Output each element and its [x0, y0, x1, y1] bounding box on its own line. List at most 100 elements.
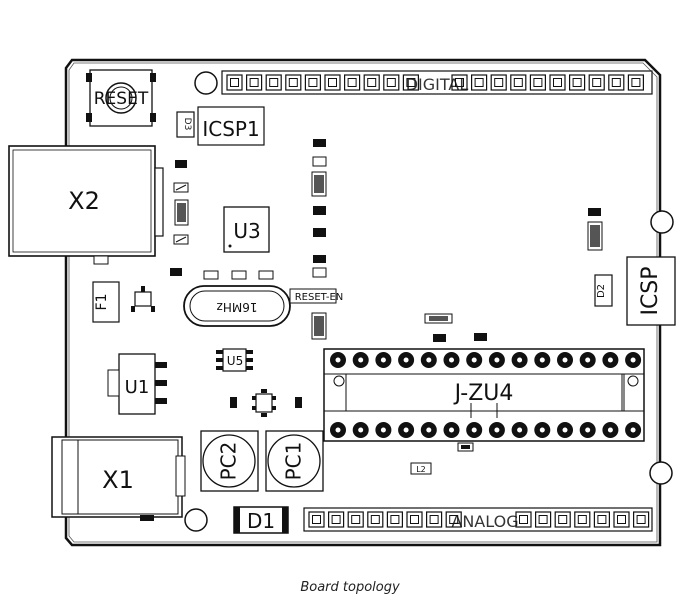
digital-header: DIGITAL: [221, 70, 653, 95]
header-pin-pad: [553, 78, 562, 87]
header-pin-pad: [592, 78, 602, 87]
dip-pin-hole: [607, 357, 613, 363]
smd-components-right: [587, 208, 603, 251]
header-pin-pad: [449, 515, 459, 524]
d2-label: D2: [596, 284, 607, 298]
dip-pin-hole: [335, 357, 341, 363]
reset-en-label: RESET-EN: [295, 292, 344, 303]
x2-usb-connector: X2: [8, 145, 164, 265]
dip-pin-hole: [517, 357, 523, 363]
x1-label: X1: [102, 466, 134, 494]
u5-chip: U5: [216, 348, 253, 372]
reset-button: RESET: [86, 69, 156, 127]
pc2-capacitor: PC2: [200, 430, 259, 492]
u5-label: U5: [227, 354, 243, 368]
icsp-header-right: ICSP: [626, 256, 676, 326]
pc1-label: PC1: [282, 442, 306, 481]
u1-label: U1: [125, 377, 150, 398]
f1-label: F1: [94, 294, 110, 311]
dip-pin-hole: [471, 357, 477, 363]
d1-diode: D1: [233, 506, 289, 534]
header-pin-pad: [312, 515, 321, 524]
analog-label: ANALOG: [451, 512, 518, 531]
dip-pin-hole: [426, 427, 432, 433]
dip-pin-hole: [585, 427, 591, 433]
analog-header: ANALOG: [303, 507, 653, 532]
header-pin-pad: [617, 515, 626, 524]
dip-pin-hole: [449, 427, 454, 433]
sot23-transistor: [131, 286, 155, 312]
mounting-hole: [184, 508, 208, 532]
d2-led: D2: [594, 274, 613, 307]
header-pin-pad: [474, 78, 484, 87]
dip-pin-hole: [403, 427, 409, 433]
d1-label: D1: [247, 509, 275, 533]
u3-chip: U3: [223, 206, 270, 253]
dip-pin-hole: [630, 427, 636, 433]
f1-fuse: F1: [92, 281, 120, 323]
dip-pin-hole: [585, 357, 591, 363]
dip-pin-hole: [358, 357, 364, 363]
header-pin-pad: [513, 78, 523, 87]
l2-label: L2: [416, 465, 426, 474]
mounting-hole: [649, 461, 673, 485]
header-pin-pad: [533, 78, 543, 87]
smd-components-center: [311, 139, 327, 340]
header-pin-pad: [597, 515, 607, 524]
header-pin-pad: [519, 515, 528, 524]
mounting-hole: [194, 71, 218, 95]
x2-label: X2: [68, 187, 100, 215]
dip-pin-hole: [539, 357, 545, 363]
j-zu4-socket: J-ZU4: [323, 348, 645, 442]
small-ic-below-u5: [230, 389, 302, 417]
j-zu4-label: J-ZU4: [453, 381, 514, 406]
header-pin-pad: [577, 515, 587, 524]
header-pin-pad: [351, 515, 361, 524]
d3-led: D3: [176, 111, 195, 138]
header-pin-pad: [367, 78, 377, 87]
board-topology-diagram: DIGITAL ANALOG RESET D3 ICSP1 X2: [8, 58, 676, 547]
dip-pin-hole: [449, 357, 454, 363]
figure-caption: Board topology: [300, 580, 400, 595]
header-pin-pad: [631, 78, 641, 87]
dip-pin-hole: [426, 357, 432, 363]
header-pin-pad: [328, 78, 337, 87]
header-pin-pad: [331, 515, 341, 524]
header-pin-pad: [230, 78, 239, 87]
dip-pin-hole: [403, 357, 409, 363]
dip-pin-hole: [380, 357, 386, 363]
pc1-capacitor: PC1: [265, 430, 324, 492]
u3-label: U3: [233, 219, 260, 243]
crystal-oscillator: 16MHz: [183, 270, 291, 327]
header-pin-pad: [406, 78, 416, 87]
header-pin-pad: [538, 515, 548, 524]
smd-components-left: [170, 160, 189, 276]
smd-components-near-socket: [424, 313, 487, 452]
header-pin-pad: [558, 515, 568, 524]
u1-regulator: U1: [107, 353, 167, 415]
dip-pin-hole: [494, 427, 500, 433]
icsp1-label: ICSP1: [202, 117, 259, 141]
header-pin-pad: [370, 515, 380, 524]
header-pin-pad: [269, 78, 279, 87]
icsp-right-label: ICSP: [638, 266, 663, 315]
header-pin-pad: [410, 515, 419, 524]
dip-pin-hole: [630, 357, 636, 363]
reset-en-jumper: RESET-EN: [289, 288, 344, 304]
dip-pin-hole: [380, 427, 386, 433]
dip-pin-hole: [539, 427, 545, 433]
header-pin-pad: [572, 78, 582, 87]
dip-pin-hole: [517, 427, 523, 433]
digital-label: DIGITAL: [406, 75, 469, 94]
l2-inductor: L2: [410, 462, 432, 475]
x1-power-jack: X1: [51, 436, 186, 521]
header-pin-pad: [611, 78, 621, 87]
dip-pin-hole: [358, 427, 364, 433]
header-pin-pad: [288, 78, 298, 87]
pc2-label: PC2: [217, 442, 241, 481]
header-pin-pad: [308, 78, 318, 87]
dip-pin-hole: [562, 357, 568, 363]
header-pin-pad: [455, 78, 464, 87]
icsp1-header: ICSP1: [197, 106, 265, 146]
dip-pin-hole: [494, 357, 500, 363]
